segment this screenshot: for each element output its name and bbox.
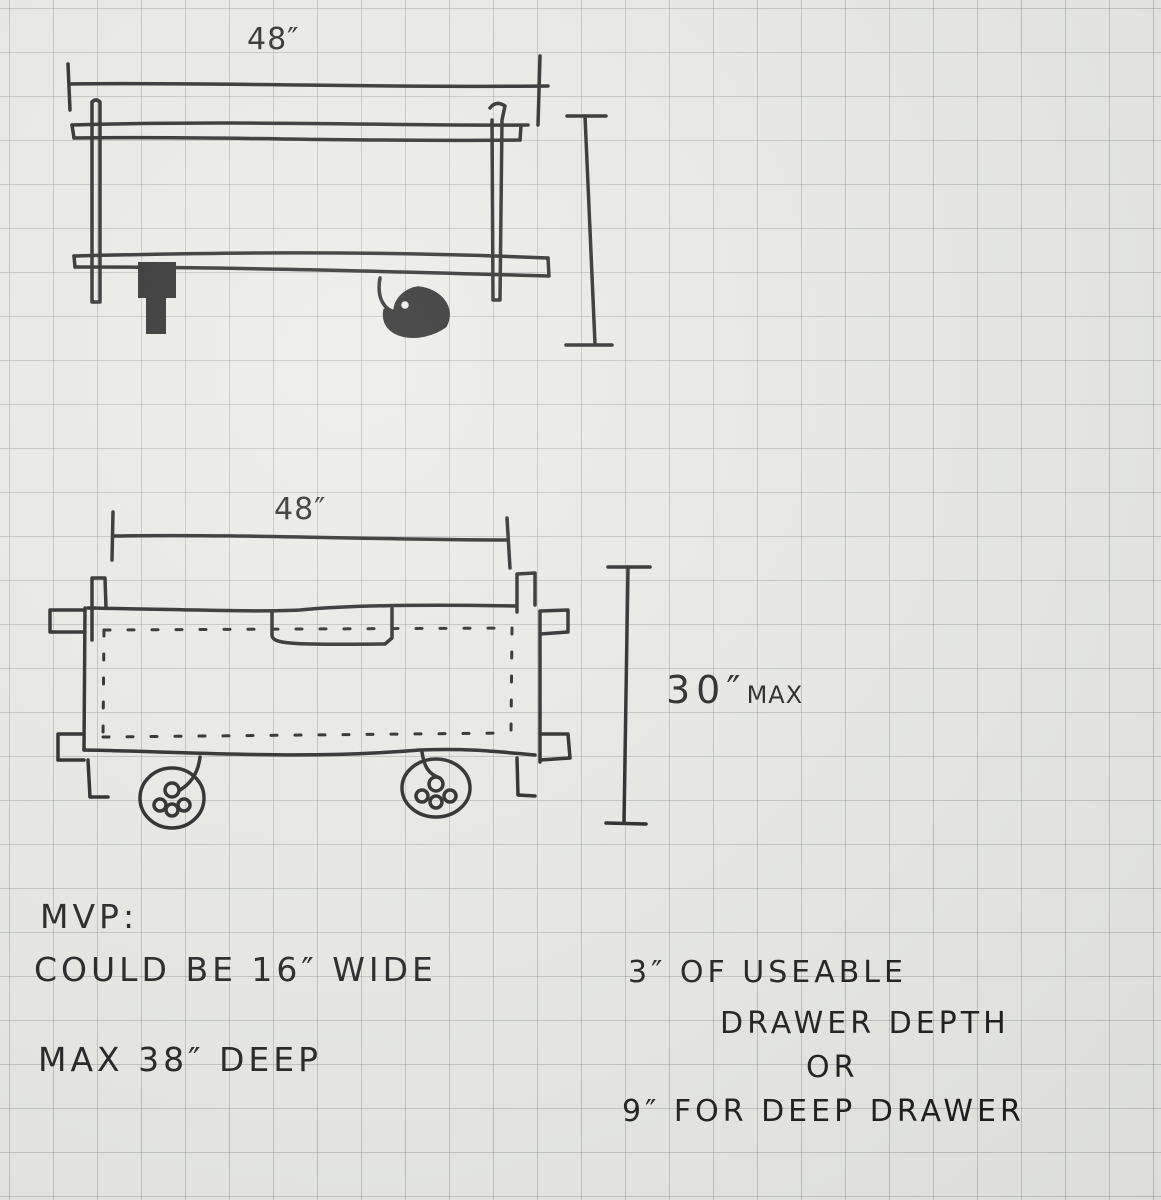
- bottom-height-label: 30″MAX: [666, 668, 803, 712]
- drawer-note-line-1: 3″ OF USEABLE: [628, 955, 907, 990]
- right-caster-wheel: [400, 750, 472, 819]
- bottom-posts: [86, 571, 537, 799]
- bottom-width-label: 48″: [274, 492, 327, 527]
- shelf-ends: [48, 608, 572, 762]
- top-shelf: [70, 121, 530, 143]
- bottom-width-dimension-line: [110, 510, 512, 570]
- left-caster-wheel: [138, 755, 206, 830]
- bottom-height-dimension-line: [604, 565, 652, 826]
- height-value: 30″: [666, 668, 747, 712]
- drawer-note-line-4: 9″ FOR DEEP DRAWER: [622, 1094, 1025, 1129]
- caster-leg: [138, 262, 176, 334]
- mvp-note-depth: MAX 38″ DEEP: [38, 1040, 322, 1079]
- top-width-label: 48″: [247, 22, 300, 57]
- posts: [90, 98, 507, 304]
- top-width-dimension-line: [66, 54, 550, 127]
- drawer-outline-dashed: [101, 626, 514, 739]
- height-max-suffix: MAX: [746, 681, 804, 709]
- drawer-handle-cutout: [270, 606, 394, 647]
- mvp-note-width: COULD BE 16″ WIDE: [34, 950, 437, 989]
- drawer-note-line-2: DRAWER DEPTH: [720, 1006, 1010, 1041]
- caster-wheel: [377, 276, 450, 338]
- drawer-note-line-3: OR: [806, 1050, 859, 1085]
- cart-body: [82, 603, 542, 764]
- top-height-dimension-line: [564, 114, 614, 347]
- mvp-title: MVP:: [40, 897, 139, 936]
